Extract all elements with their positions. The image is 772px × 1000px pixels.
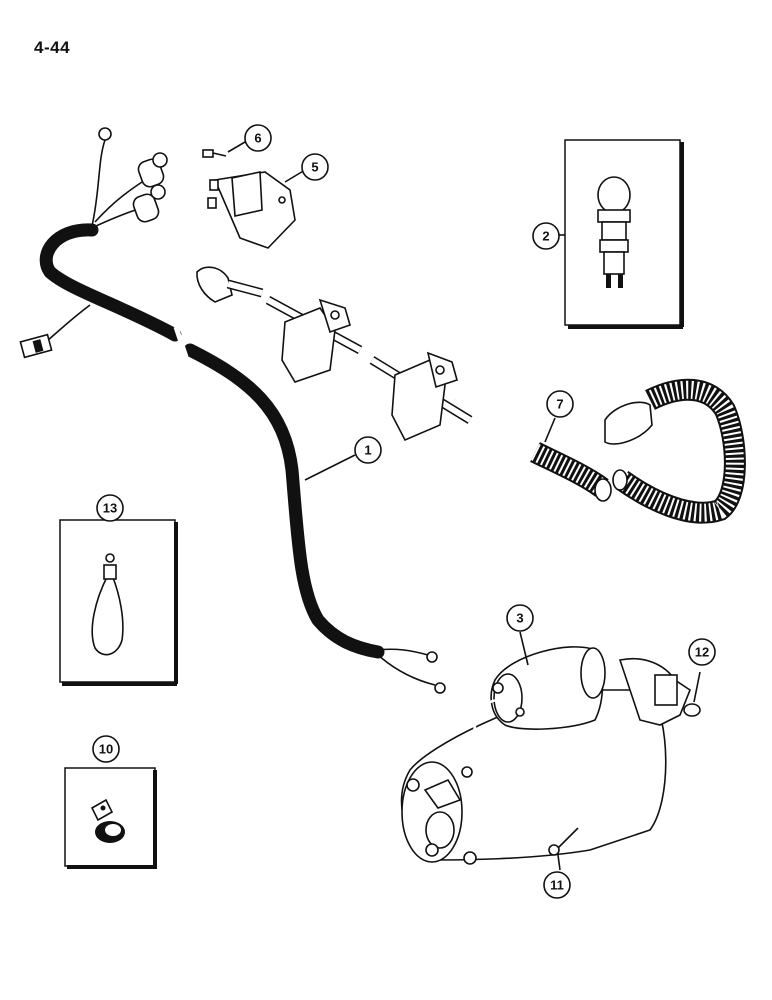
- relay-5: [207, 169, 306, 249]
- callout-label-2: 2: [542, 229, 549, 244]
- callout-label-3: 3: [516, 611, 523, 626]
- callout-10: 10: [92, 735, 120, 763]
- callout-label-6: 6: [254, 131, 261, 146]
- callout-label-11: 11: [550, 878, 564, 893]
- callout-label-5: 5: [311, 160, 318, 175]
- callout-7: 7: [546, 390, 574, 418]
- callout-1: 1: [354, 436, 382, 464]
- callout-label-7: 7: [556, 397, 563, 412]
- callout-5: 5: [301, 153, 329, 181]
- page-number: 4-44: [34, 38, 71, 57]
- callout-2: 2: [532, 222, 560, 250]
- callout-6: 6: [244, 124, 272, 152]
- callout-label-12: 12: [695, 645, 709, 660]
- callout-13: 13: [96, 494, 124, 522]
- wiring-harness: [19, 127, 446, 694]
- starter-motor-3: [400, 646, 701, 871]
- inset-box-10: [64, 767, 157, 869]
- callout-3: 3: [506, 604, 534, 632]
- screw-6: [202, 141, 246, 158]
- inset-box-13: [59, 519, 178, 686]
- battery-cable: [196, 266, 541, 460]
- callout-11: 11: [543, 871, 571, 899]
- callout-12: 12: [688, 638, 716, 666]
- coiled-cable-7: [530, 378, 746, 524]
- inset-box-2: [564, 139, 684, 329]
- callout-label-10: 10: [99, 742, 113, 757]
- callout-label-1: 1: [364, 443, 371, 458]
- callout-label-13: 13: [103, 501, 117, 516]
- leader-lines: [304, 234, 565, 666]
